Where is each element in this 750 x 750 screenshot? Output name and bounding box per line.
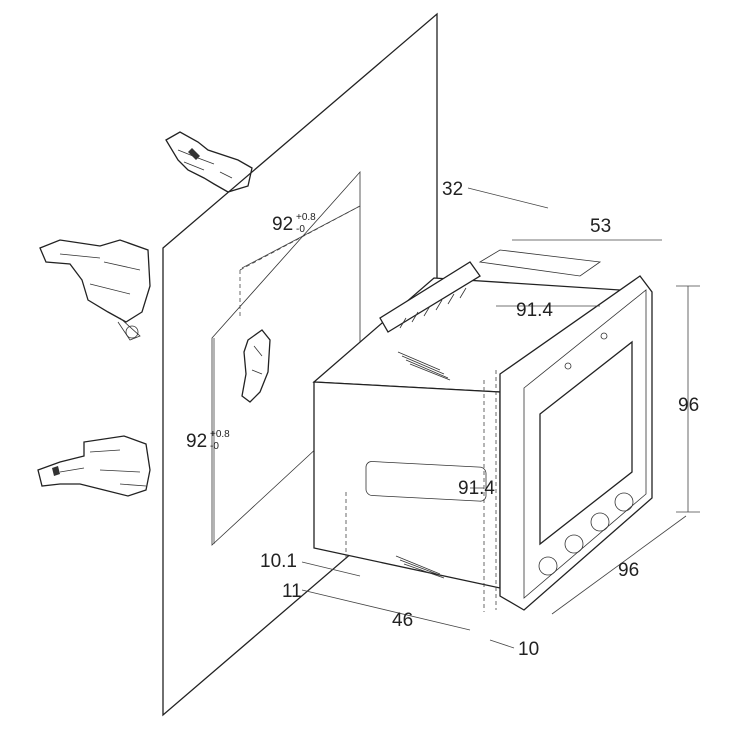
- top-clip-hatch: [397, 351, 451, 381]
- cutout-width-value: 92: [272, 214, 293, 235]
- cutout-height-tol-minus: -0: [210, 441, 219, 452]
- front-width-label: 96: [618, 560, 639, 581]
- cutout-width-label: 92 +0.8 -0: [272, 212, 316, 235]
- cutout-width-tol-plus: +0.8: [296, 212, 316, 223]
- bezel-depth-label: 10: [518, 639, 539, 660]
- mounting-clip-bottom: [37, 435, 151, 497]
- front-height-label: 96: [678, 395, 699, 416]
- key-button-2: [564, 534, 584, 554]
- cutout-height-value: 92: [186, 431, 207, 452]
- led-indicator: [600, 332, 608, 340]
- panel-gap-label: 10.1: [260, 551, 297, 572]
- case-height-label: 91.4: [458, 478, 495, 499]
- front-bezel: [499, 275, 653, 611]
- case-width-label: 91.4: [516, 300, 553, 321]
- key-button-3: [590, 512, 610, 532]
- body-depth-label: 46: [392, 610, 413, 631]
- rear-depth-top-label: 32: [442, 179, 463, 200]
- dimension-lines: [213, 187, 700, 649]
- cutout-width-tol-minus: -0: [296, 224, 305, 235]
- key-button-4: [614, 492, 634, 512]
- led-indicator-2: [564, 362, 572, 370]
- panel-clip-inserted: [241, 329, 271, 403]
- display-window: [539, 340, 633, 546]
- body-depth-top-label: 53: [590, 216, 611, 237]
- cutout-height-tol-plus: +0.8: [210, 429, 230, 440]
- bottom-clip-hatch: [395, 555, 445, 579]
- mounting-clip-middle: [39, 239, 151, 341]
- cutout-height-label: 92 +0.8 -0: [186, 429, 230, 452]
- mounting-clip-top: [165, 131, 253, 193]
- key-button-1: [538, 556, 558, 576]
- panel-max-label: 11: [282, 581, 302, 602]
